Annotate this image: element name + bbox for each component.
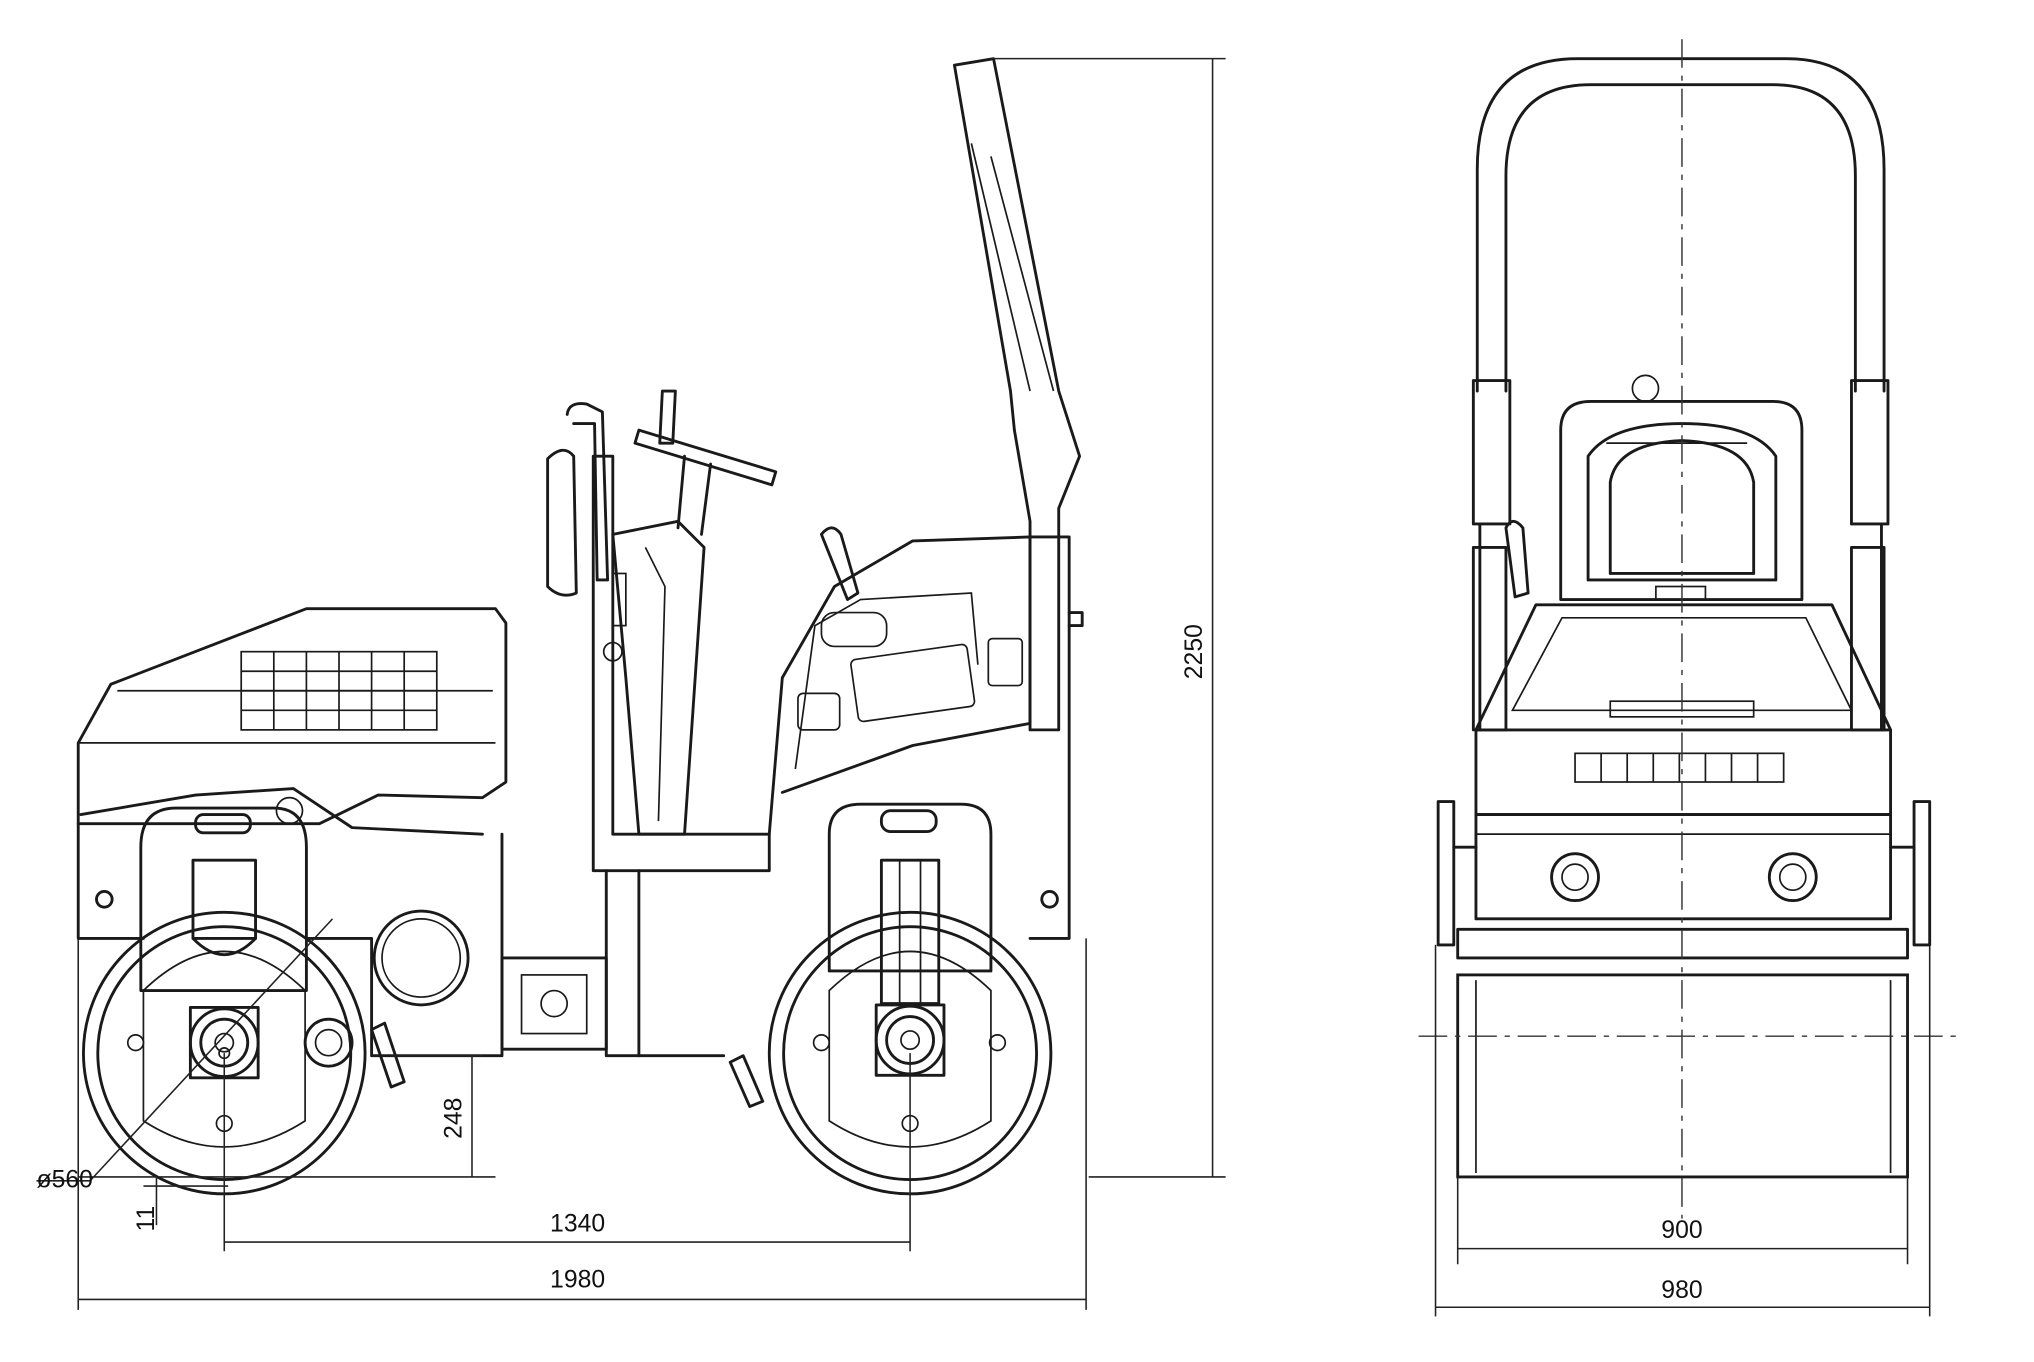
side-dimensions: [36, 57, 1226, 1310]
side-view: [76, 57, 1084, 1196]
dim-drum-diameter: ø560: [37, 1166, 93, 1193]
dim-drum-offset: 11: [133, 1206, 160, 1232]
steering-wheel: [633, 389, 778, 536]
engine-grille: [240, 650, 438, 731]
dim-overall-width: 980: [1661, 1277, 1702, 1304]
dim-wheelbase: 1340: [550, 1211, 605, 1238]
front-view: [1436, 57, 1932, 1179]
dim-overall-height: 2250: [1181, 624, 1208, 679]
front-grille: [1574, 700, 1785, 783]
dim-ground-clearance: 248: [441, 1098, 468, 1139]
dim-overall-length: 1980: [550, 1267, 605, 1294]
dim-drum-width: 900: [1661, 1217, 1702, 1244]
rops-mast: [952, 57, 1082, 732]
front-dimensions: [1418, 39, 1956, 1317]
